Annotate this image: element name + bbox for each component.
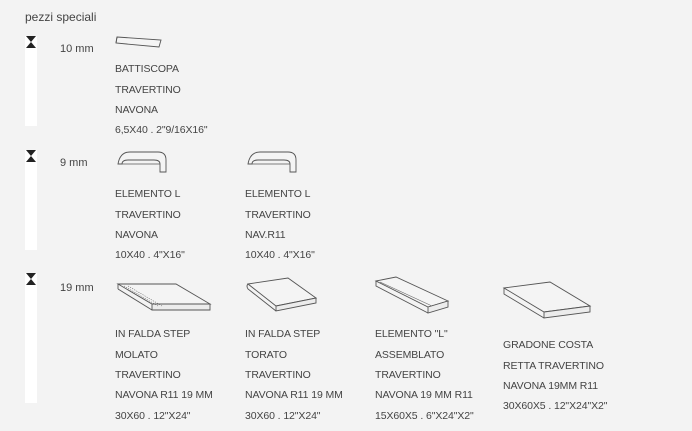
label-line: ASSEMBLATO <box>375 348 445 361</box>
label-line: TRAVERTINO <box>115 83 181 96</box>
elemento-l-piece-icon[interactable] <box>114 148 170 176</box>
product-label[interactable]: IN FALDA STEP MOLATO TRAVERTINO NAVONA R… <box>115 319 213 431</box>
label-line: BATTISCOPA <box>115 63 179 76</box>
label-line: IN FALDA STEP <box>115 328 191 341</box>
section-title: pezzi speciali <box>25 10 97 24</box>
thickness-bar <box>25 150 37 250</box>
label-line: TRAVERTINO <box>245 369 311 382</box>
label-line: 6,5X40 . 2"9/16X16" <box>115 124 208 137</box>
label-line: TRAVERTINO <box>245 208 311 221</box>
battiscopa-piece-icon[interactable] <box>115 35 163 49</box>
label-line: NAVONA R11 19 MM <box>115 389 213 402</box>
label-line: RETTA TRAVERTINO <box>503 359 604 372</box>
product-label[interactable]: ELEMENTO L TRAVERTINO NAVONA 10X40 . 4"X… <box>115 179 185 271</box>
thickness-label: 9 mm <box>60 157 88 169</box>
label-line: TRAVERTINO <box>115 208 181 221</box>
label-line: 10X40 . 4"X16" <box>245 249 315 262</box>
label-line: NAVONA 19 MM R11 <box>375 389 473 402</box>
product-label[interactable]: ELEMENTO "L" ASSEMBLATO TRAVERTINO NAVON… <box>375 319 474 431</box>
product-label[interactable]: ELEMENTO L TRAVERTINO NAV.R11 10X40 . 4"… <box>245 179 315 271</box>
gradone-costa-piece-icon[interactable] <box>500 278 594 322</box>
thickness-icon <box>26 273 36 285</box>
label-line: NAVONA 19MM R11 <box>503 380 598 393</box>
label-line: NAVONA R11 19 MM <box>245 389 343 402</box>
label-line: ELEMENTO L <box>115 188 181 201</box>
label-line: ELEMENTO "L" <box>375 328 448 341</box>
product-label[interactable]: IN FALDA STEP TORATO TRAVERTINO NAVONA R… <box>245 319 343 431</box>
product-label[interactable]: GRADONE COSTA RETTA TRAVERTINO NAVONA 19… <box>503 330 607 422</box>
thickness-bar <box>25 273 37 403</box>
label-line: NAVONA <box>115 229 158 242</box>
label-line: 30X60X5 . 12"X24"X2" <box>503 400 608 413</box>
thickness-bar <box>25 36 37 126</box>
label-line: 30X60 . 12"X24" <box>245 409 321 422</box>
label-line: MOLATO <box>115 348 158 361</box>
thickness-icon <box>26 36 36 48</box>
product-label[interactable]: BATTISCOPA TRAVERTINO NAVONA 6,5X40 . 2"… <box>115 54 208 146</box>
elemento-l-assemblato-piece-icon[interactable] <box>372 275 452 315</box>
label-line: NAV.R11 <box>245 229 286 242</box>
label-line: NAVONA <box>115 104 158 117</box>
label-line: GRADONE COSTA <box>503 339 594 352</box>
step-molato-piece-icon[interactable] <box>114 278 214 316</box>
label-line: TRAVERTINO <box>115 369 181 382</box>
thickness-icon <box>26 150 36 162</box>
label-line: IN FALDA STEP <box>245 328 321 341</box>
thickness-label: 10 mm <box>60 43 94 55</box>
label-line: 30X60 . 12"X24" <box>115 409 191 422</box>
thickness-label: 19 mm <box>60 282 94 294</box>
label-line: 10X40 . 4"X16" <box>115 249 185 262</box>
label-line: 15X60X5 . 6"X24"X2" <box>375 409 474 422</box>
label-line: TORATO <box>245 348 287 361</box>
step-torato-piece-icon[interactable] <box>244 276 318 316</box>
label-line: TRAVERTINO <box>375 369 441 382</box>
label-line: ELEMENTO L <box>245 188 311 201</box>
elemento-l-piece-icon[interactable] <box>244 148 300 176</box>
